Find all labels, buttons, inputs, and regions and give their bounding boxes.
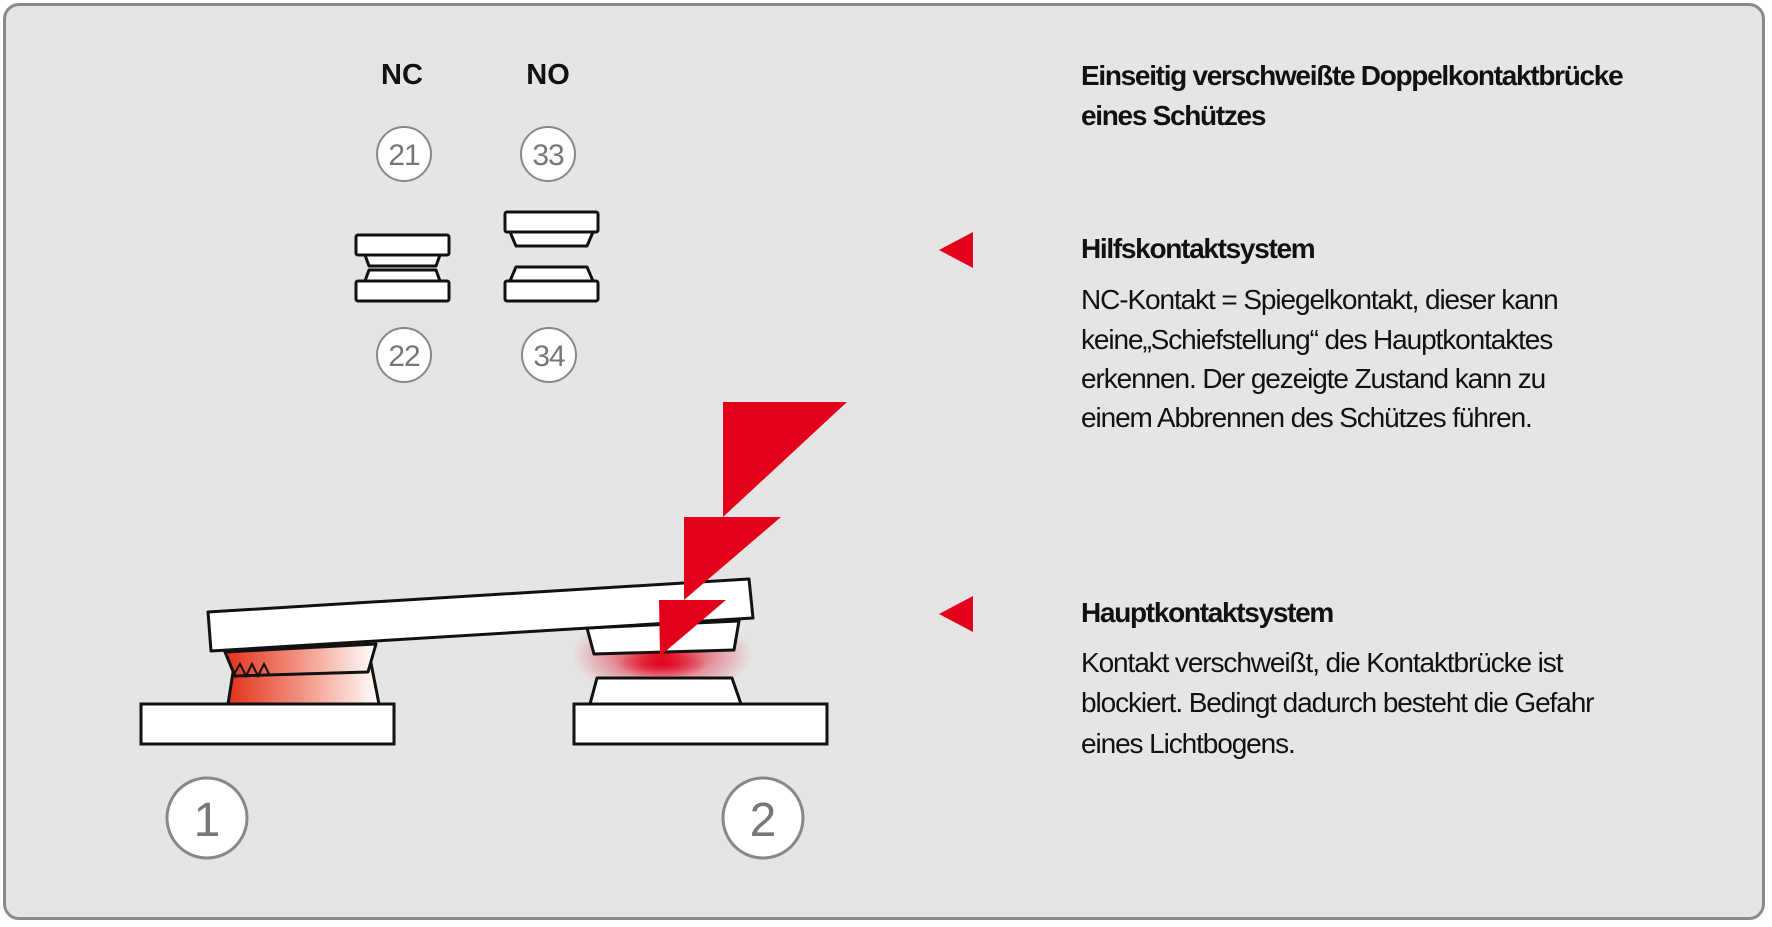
main-text-line: blockiert. Bedingt dadurch besteht die G… [1081, 687, 1595, 718]
aux-heading: Hilfskontaktsystem [1081, 233, 1316, 264]
svg-text:1: 1 [194, 794, 221, 847]
aux-text-line: keine„Schiefstellung“ des Hauptkontaktes [1081, 324, 1553, 355]
no-label: NO [526, 59, 570, 91]
left-contact [139, 642, 396, 746]
title-line-1: Einseitig verschweißte Doppelkontaktbrüc… [1081, 60, 1624, 91]
svg-text:22: 22 [388, 340, 420, 373]
main-text-line: eines Lichtbogens. [1081, 728, 1296, 759]
right-contact [572, 613, 829, 746]
main-contact-2-marker: 2 [721, 776, 805, 860]
svg-text:34: 34 [533, 340, 565, 373]
aux-text-line: NC-Kontakt = Spiegelkontakt, dieser kann [1081, 284, 1559, 315]
svg-text:2: 2 [750, 794, 777, 847]
svg-text:33: 33 [532, 139, 564, 172]
terminal-22: 22 [376, 327, 432, 383]
aux-text-line: einem Abbrennen des Schützes führen. [1081, 402, 1533, 433]
nc-contact-symbol [354, 233, 451, 303]
aux-text-line: erkennen. Der gezeigte Zustand kann zu [1081, 363, 1546, 394]
nc-label: NC [381, 59, 423, 91]
terminal-33: 33 [520, 126, 576, 182]
no-contact-symbol [503, 210, 600, 303]
terminal-21: 21 [376, 126, 432, 182]
main-contact-1-marker: 1 [165, 776, 249, 860]
main-text-line: Kontakt verschweißt, die Kontaktbrücke i… [1081, 647, 1563, 678]
terminal-34: 34 [521, 327, 577, 383]
contact-bridge [206, 577, 755, 653]
main-heading: Hauptkontaktsystem [1081, 597, 1334, 628]
diagram-panel [3, 3, 1765, 920]
svg-text:21: 21 [388, 139, 420, 172]
pointer-arrow-icon [939, 596, 973, 632]
lightning-bolt-icon [659, 402, 847, 656]
title-line-2: eines Schützes [1081, 100, 1266, 131]
pointer-arrow-icon [939, 232, 973, 268]
